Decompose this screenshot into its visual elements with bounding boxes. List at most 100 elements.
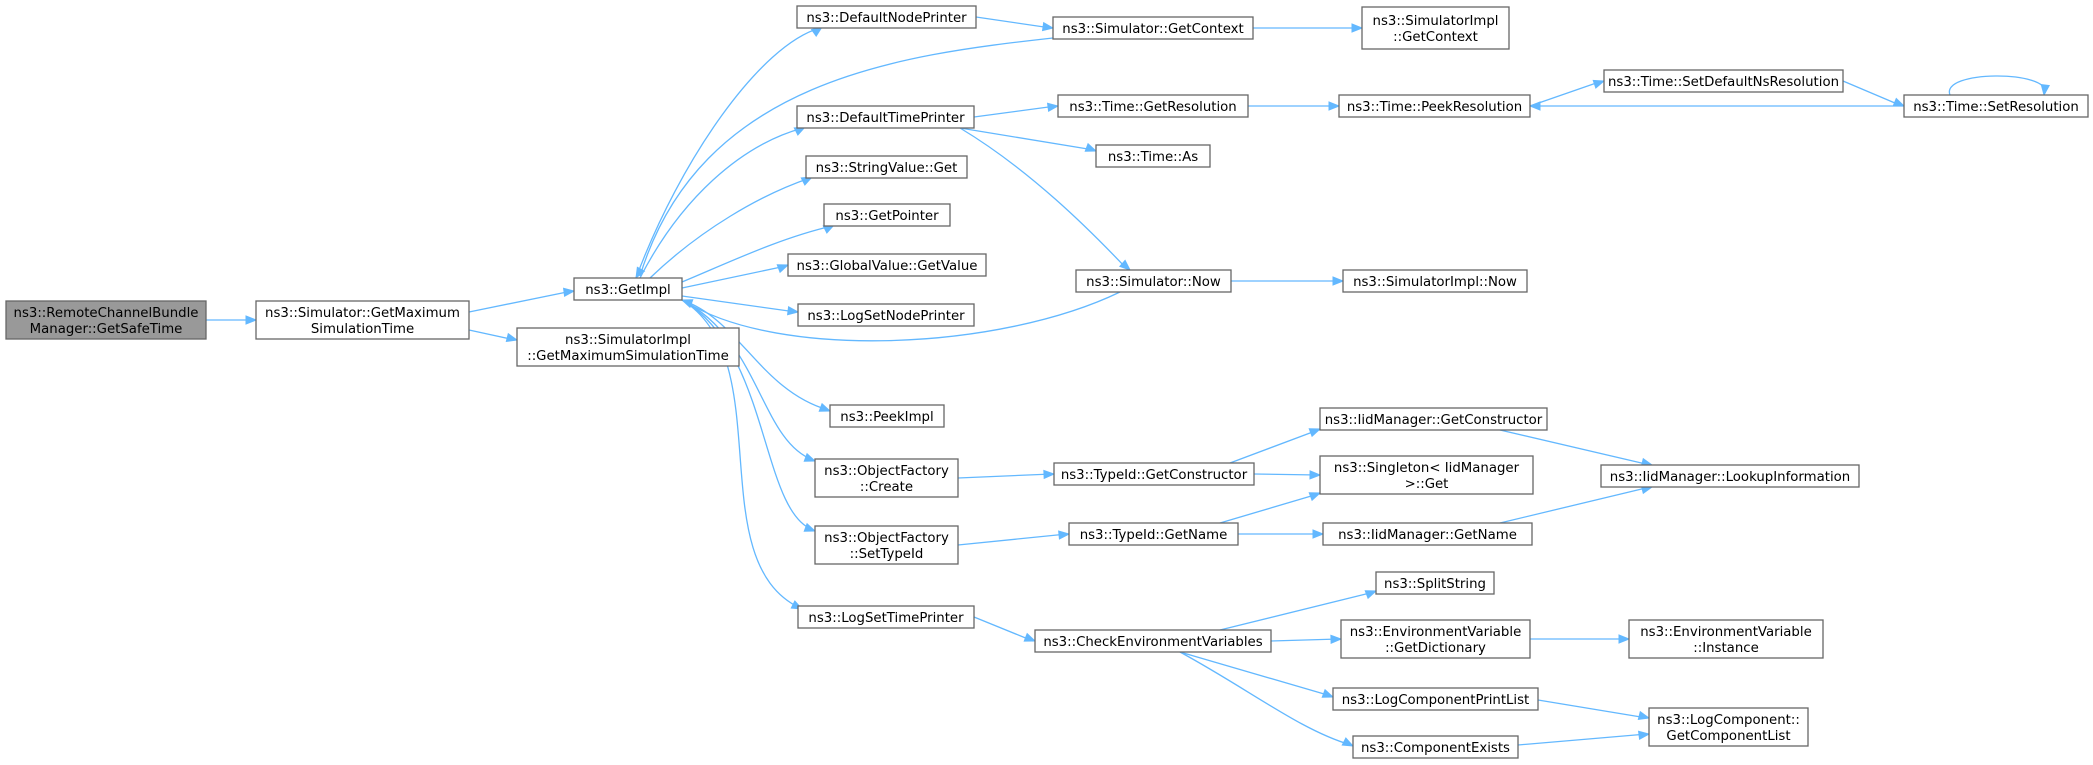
node-box[interactable]	[1342, 269, 1528, 293]
node-box[interactable]	[1340, 619, 1531, 659]
node-box[interactable]	[1332, 687, 1539, 711]
node-box[interactable]	[5, 300, 207, 340]
node-label: Manager::GetSafeTime	[30, 322, 183, 337]
node-peekimpl[interactable]: ns3::PeekImpl	[829, 404, 945, 428]
node-logsettimeprinter[interactable]: ns3::LogSetTimePrinter	[797, 605, 975, 629]
node-box[interactable]	[1319, 455, 1534, 495]
node-box[interactable]	[1057, 94, 1249, 118]
node-label: >::Get	[1405, 477, 1449, 492]
edge-sim_getcontext-to-getimpl	[635, 37, 1054, 280]
node-time_as[interactable]: ns3::Time::As	[1095, 144, 1211, 168]
node-box[interactable]	[829, 404, 945, 428]
node-sim_now[interactable]: ns3::Simulator::Now	[1075, 269, 1232, 293]
node-box[interactable]	[573, 277, 683, 301]
node-simimpl_getcontext[interactable]: ns3::SimulatorImpl::GetContext	[1361, 6, 1510, 50]
node-envvar_instance[interactable]: ns3::EnvironmentVariable::Instance	[1628, 619, 1824, 659]
node-simimpl_now[interactable]: ns3::SimulatorImpl::Now	[1342, 269, 1528, 293]
node-box[interactable]	[1603, 69, 1844, 93]
node-box[interactable]	[1095, 144, 1211, 168]
node-box[interactable]	[1322, 522, 1533, 546]
node-box[interactable]	[1068, 522, 1239, 546]
edge-getimpl-to-defaulttimeprinter	[639, 126, 807, 279]
node-time_setdefaultns[interactable]: ns3::Time::SetDefaultNsResolution	[1603, 69, 1844, 93]
node-time_setresolution[interactable]: ns3::Time::SetResolution	[1903, 94, 2089, 118]
node-box[interactable]	[823, 203, 951, 227]
node-box[interactable]	[1075, 269, 1232, 293]
node-getmaxsim[interactable]: ns3::Simulator::GetMaximumSimulationTime	[255, 300, 470, 340]
node-time_peekresolution[interactable]: ns3::Time::PeekResolution	[1338, 94, 1531, 118]
node-singleton_get[interactable]: ns3::Singleton< IidManager >::Get	[1319, 455, 1534, 495]
node-envvar_getdictionary[interactable]: ns3::EnvironmentVariable::GetDictionary	[1340, 619, 1531, 659]
node-box[interactable]	[255, 300, 470, 340]
arrowhead	[1041, 21, 1055, 32]
node-box[interactable]	[805, 155, 968, 179]
node-typeid_getconstructor[interactable]: ns3::TypeId::GetConstructor	[1053, 462, 1255, 486]
edge-typeid_getname-to-iidmanager_getname	[1238, 529, 1325, 539]
node-getpointer[interactable]: ns3::GetPointer	[823, 203, 951, 227]
node-box[interactable]	[797, 303, 975, 327]
edge-defaulttimeprinter-to-time_getresolution	[973, 102, 1060, 118]
node-iidmanager_getconstructor[interactable]: ns3::IidManager::GetConstructor	[1319, 407, 1548, 431]
arrowhead	[1364, 590, 1378, 600]
node-box[interactable]	[1628, 619, 1824, 659]
node-typeid_getname[interactable]: ns3::TypeId::GetName	[1068, 522, 1239, 546]
node-defaulttimeprinter[interactable]: ns3::DefaultTimePrinter	[796, 105, 975, 129]
node-sim_getcontext[interactable]: ns3::Simulator::GetContext	[1052, 16, 1254, 40]
node-label: ns3::GetImpl	[585, 283, 670, 298]
node-iidmanager_lookup[interactable]: ns3::IidManager::LookupInformation	[1600, 464, 1860, 488]
node-stringvalue_get[interactable]: ns3::StringValue::Get	[805, 155, 968, 179]
node-box[interactable]	[814, 525, 959, 565]
node-label: ns3::TypeId::GetConstructor	[1061, 468, 1248, 483]
node-box[interactable]	[1319, 407, 1548, 431]
edge-logsettimeprinter-to-checkenvvars	[973, 616, 1037, 642]
node-logsetnodeprinter[interactable]: ns3::LogSetNodePrinter	[797, 303, 975, 327]
node-box[interactable]	[814, 458, 959, 498]
node-componentexists[interactable]: ns3::ComponentExists	[1352, 735, 1519, 759]
node-splitstring[interactable]: ns3::SplitString	[1375, 571, 1495, 595]
node-box[interactable]	[1034, 629, 1272, 653]
node-label: ns3::Simulator::GetMaximum	[265, 306, 460, 321]
node-box[interactable]	[1375, 571, 1495, 595]
node-box[interactable]	[1352, 735, 1519, 759]
arrowhead	[1309, 470, 1322, 480]
edge-defaultnodeprinter-to-sim_getcontext	[975, 16, 1055, 32]
node-box[interactable]	[1903, 94, 2089, 118]
node-box[interactable]	[1338, 94, 1531, 118]
node-logcomponent_getlist[interactable]: ns3::LogComponent::GetComponentList	[1648, 707, 1809, 747]
edge-logcomponentprintlist-to-logcomponent_getlist	[1537, 699, 1651, 721]
node-box[interactable]	[797, 605, 975, 629]
node-checkenvvars[interactable]: ns3::CheckEnvironmentVariables	[1034, 629, 1272, 653]
node-box[interactable]	[1600, 464, 1860, 488]
node-box[interactable]	[787, 253, 987, 277]
node-label: ::Create	[860, 480, 913, 495]
edge-time_setresolution-to-time_setresolution	[1949, 75, 2051, 97]
node-label: ns3::Time::GetResolution	[1069, 100, 1236, 115]
node-simimpl_getmaxsim[interactable]: ns3::SimulatorImpl::GetMaximumSimulation…	[516, 327, 740, 367]
node-box[interactable]	[796, 105, 975, 129]
arrowhead	[562, 287, 576, 298]
node-globalvalue_getvalue[interactable]: ns3::GlobalValue::GetValue	[787, 253, 987, 277]
arrowhead	[776, 264, 790, 274]
node-label: ns3::GetPointer	[835, 209, 939, 224]
arrowhead	[1308, 428, 1322, 438]
node-objectfactory_create[interactable]: ns3::ObjectFactory::Create	[814, 458, 959, 498]
node-box[interactable]	[796, 5, 977, 29]
node-root[interactable]: ns3::RemoteChannelBundleManager::GetSafe…	[5, 300, 207, 340]
node-objectfactory_settypeid[interactable]: ns3::ObjectFactory::SetTypeId	[814, 525, 959, 565]
node-getimpl[interactable]: ns3::GetImpl	[573, 277, 683, 301]
edge-checkenvvars-to-logcomponentprintlist	[1179, 651, 1335, 698]
node-box[interactable]	[1053, 462, 1255, 486]
node-defaultnodeprinter[interactable]: ns3::DefaultNodePrinter	[796, 5, 977, 29]
node-iidmanager_getname[interactable]: ns3::IidManager::GetName	[1322, 522, 1533, 546]
node-time_getresolution[interactable]: ns3::Time::GetResolution	[1057, 94, 1249, 118]
node-box[interactable]	[1052, 16, 1254, 40]
arrowhead	[1637, 730, 1651, 741]
node-label: ns3::GlobalValue::GetValue	[797, 259, 978, 274]
node-label: GetComponentList	[1666, 729, 1790, 744]
node-box[interactable]	[516, 327, 740, 367]
node-box[interactable]	[1648, 707, 1809, 747]
arrowhead	[1341, 737, 1355, 747]
arrowhead	[1618, 634, 1631, 644]
node-box[interactable]	[1361, 6, 1510, 50]
node-logcomponentprintlist[interactable]: ns3::LogComponentPrintList	[1332, 687, 1539, 711]
